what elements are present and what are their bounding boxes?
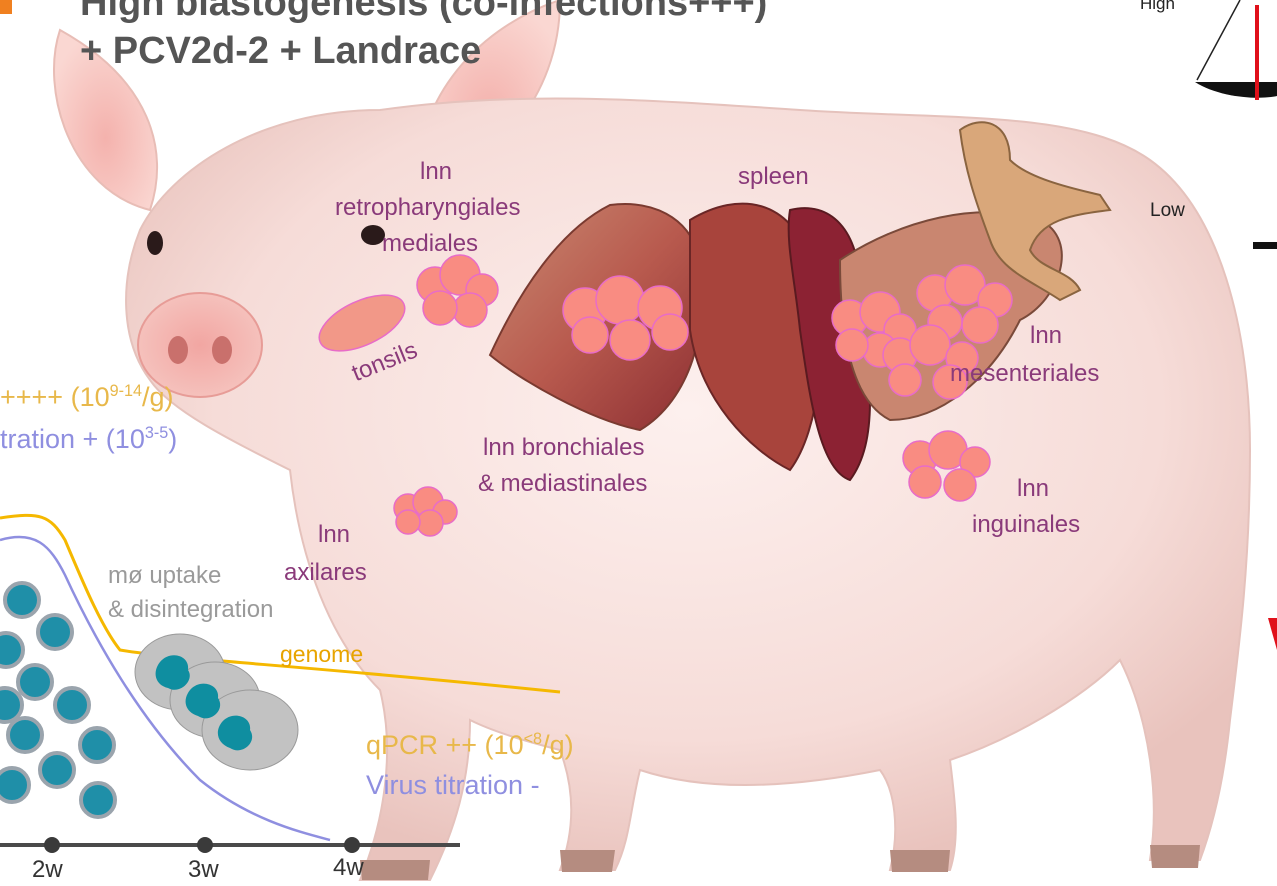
timeline-label-4w: 4w [333,854,364,882]
label-spleen: spleen [738,163,809,191]
label-lnn-bronch-2: & mediastinales [478,470,647,498]
uptake-label-2: & disintegration [108,596,273,624]
qpcr-low-readout: qPCR ++ (10<8/g) [366,730,574,761]
label-lnn-ingui-1: lnn [1017,475,1049,503]
page-subtitle: + PCV2d-2 + Landrace [80,30,481,74]
timeline-tick-3w [197,837,213,853]
timeline-label-2w: 2w [32,856,63,884]
scale-pan [1195,82,1277,98]
pig-nostril-left [168,336,188,364]
page-title: High blastogenesis (co-infections+++) [80,0,767,26]
scale-low-label: Low [1150,200,1185,222]
label-lnn-mesent-2: mesenteriales [950,360,1099,388]
label-lnn-axil-1: lnn [318,521,350,549]
pig-hoof [890,850,950,872]
pig-hoof [560,850,615,872]
timeline-label-3w: 3w [188,856,219,884]
scale-low-marker [1253,242,1277,249]
label-lnn-retro-2: retropharyngiales [335,194,520,222]
title-bullet [0,0,12,14]
red-corner-glyph [1268,618,1277,650]
label-lnn-ingui-2: inguinales [972,511,1080,539]
label-lnn-retro-3: mediales [382,230,478,258]
pig-hoof [360,860,430,880]
pig-body [126,98,1250,880]
scale-high-label: High [1140,0,1175,14]
timeline-tick-2w [44,837,60,853]
label-lnn-mesent-1: lnn [1030,322,1062,350]
label-lnn-bronch-1: lnn bronchiales [483,434,644,462]
genome-label: genome [280,641,363,667]
pig-hoof [1150,845,1200,868]
pig-eye-left [147,231,163,255]
qpcr-high-readout: ++++ (109-14/g) [0,382,174,413]
uptake-label-1: mø uptake [108,562,221,590]
infected-cells [0,583,115,817]
label-lnn-retro-1: lnn [420,158,452,186]
pig-nostril-right [212,336,232,364]
titration-low-readout: Virus titration - [366,770,540,801]
scale-beam [1197,0,1240,80]
titration-high-readout: tration + (103-5) [0,424,177,455]
macrophage-cells [135,634,298,770]
label-lnn-axil-2: axilares [284,559,367,587]
timeline-tick-4w [344,837,360,853]
lymph-node-lung [563,276,688,360]
